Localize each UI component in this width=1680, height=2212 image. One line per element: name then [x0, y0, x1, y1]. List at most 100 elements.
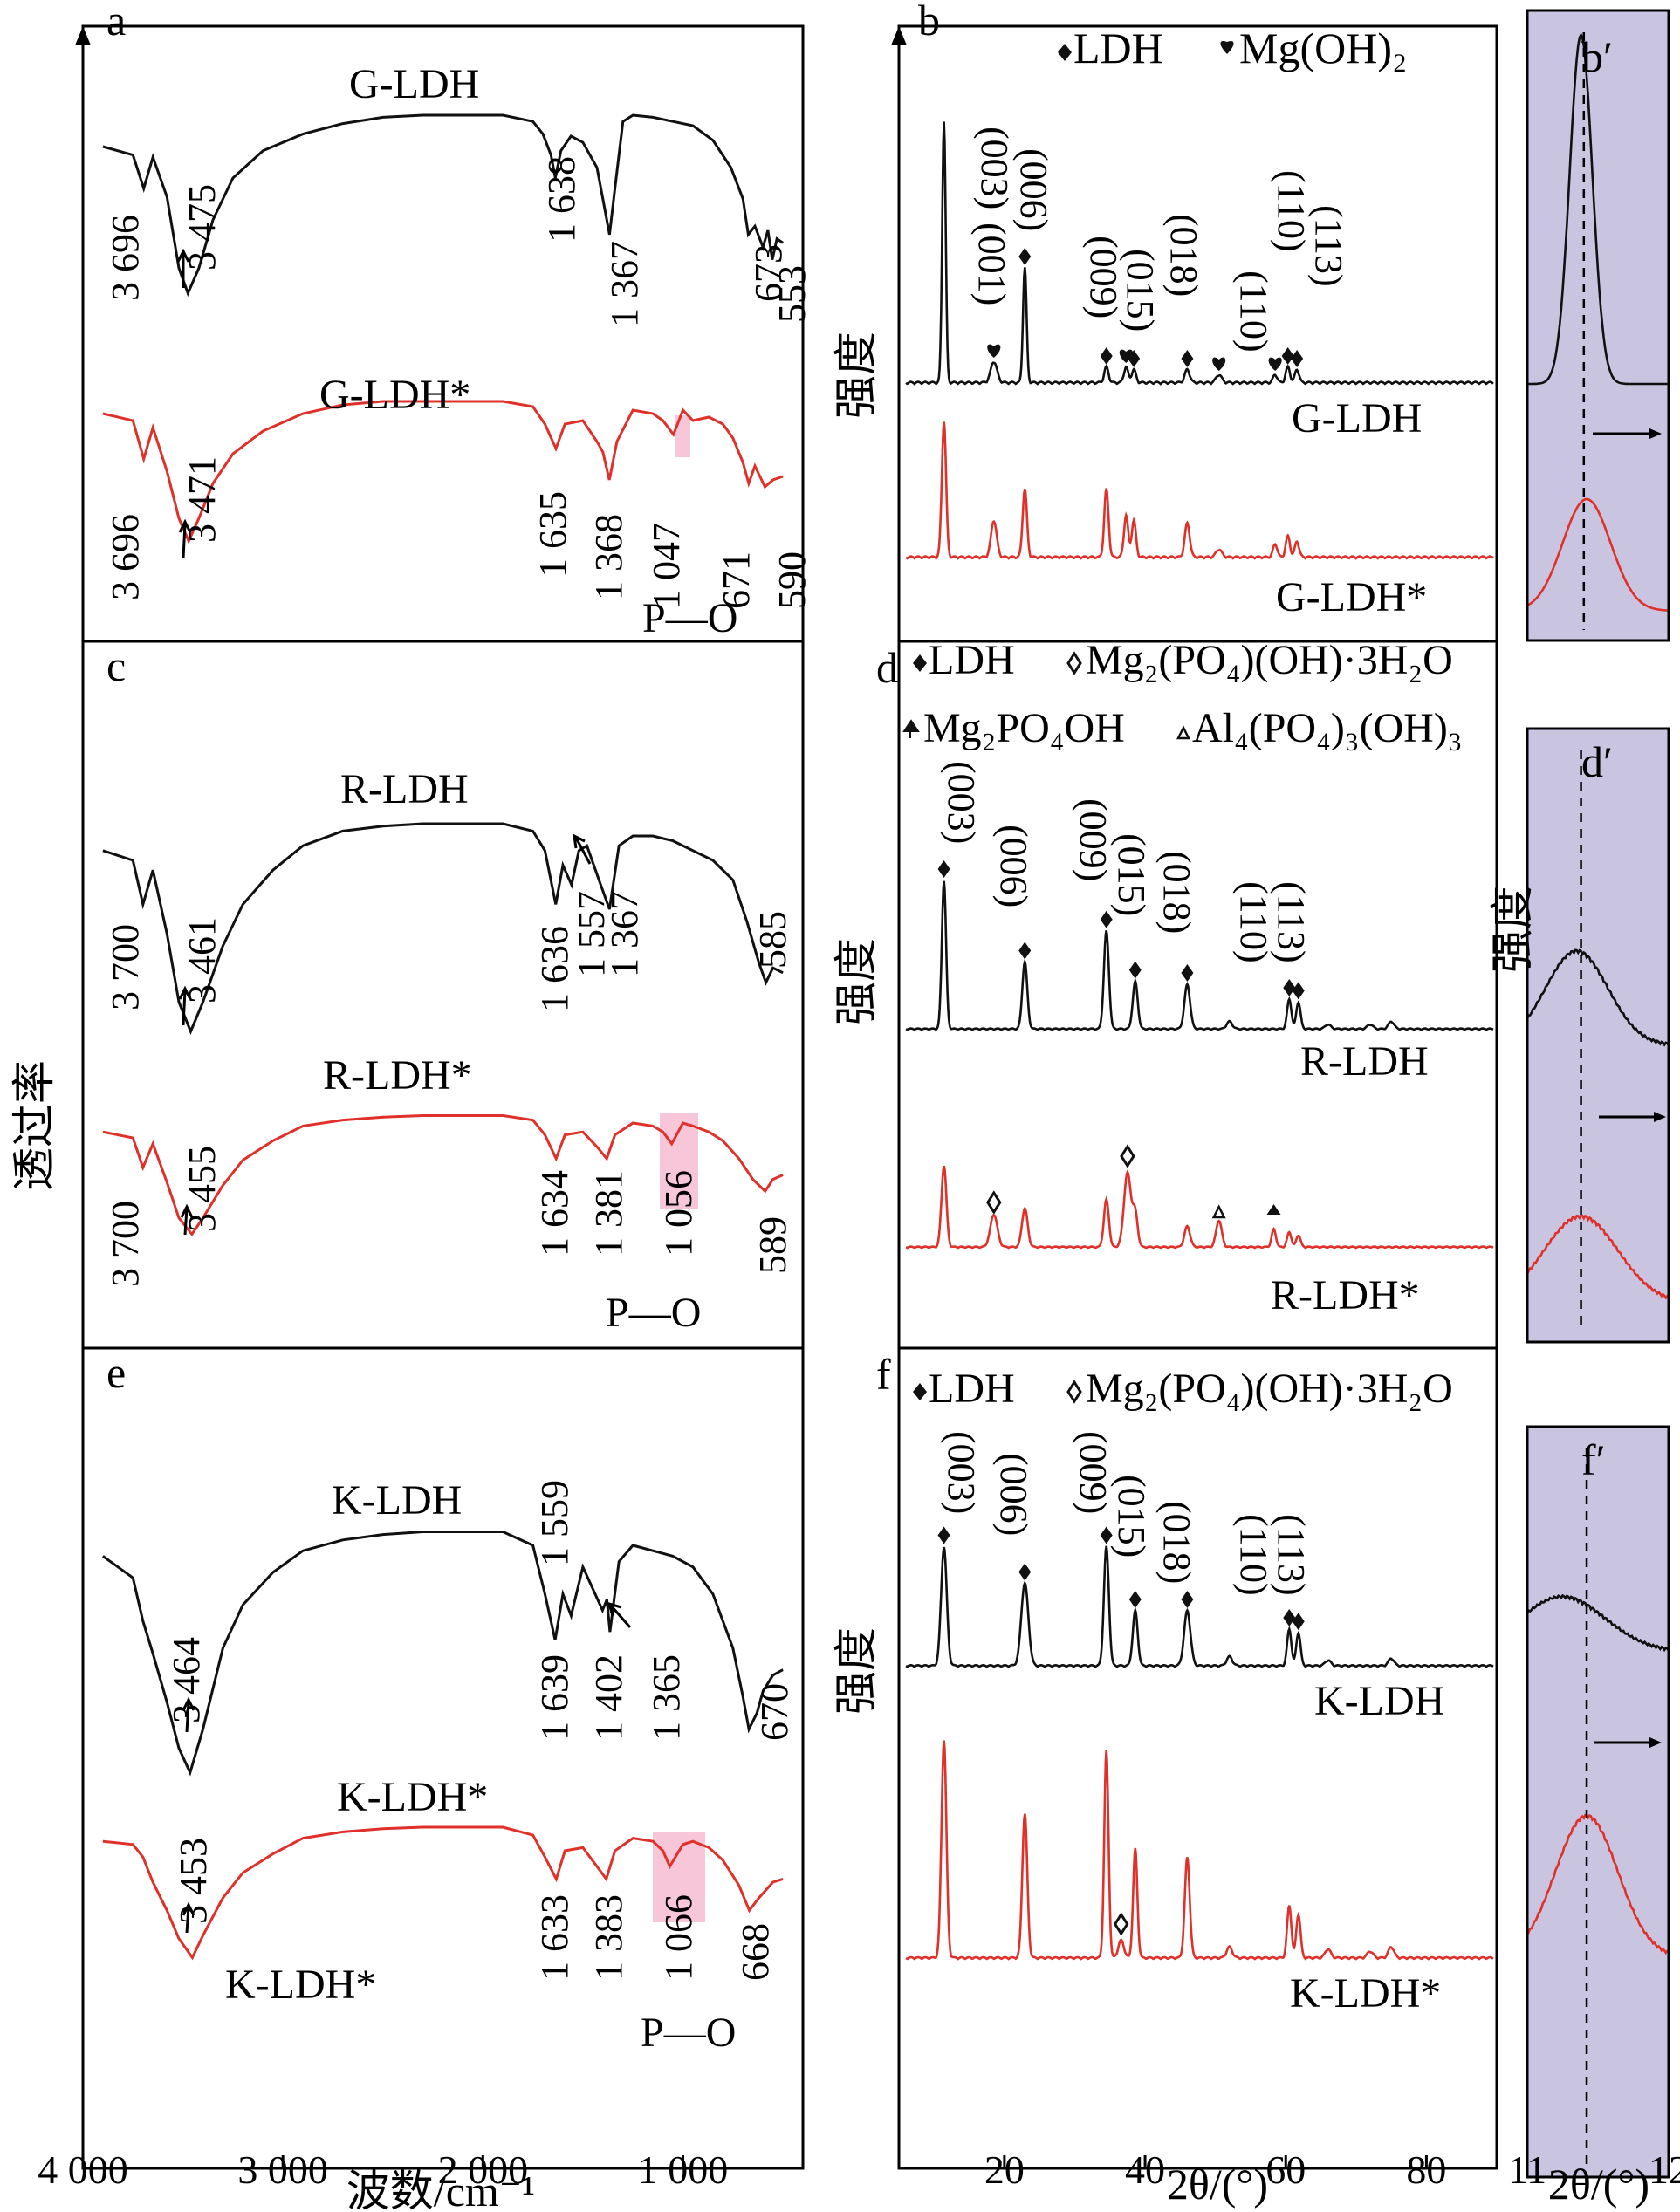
inset-b-frame [1526, 9, 1670, 642]
diamond-4-2 [1100, 910, 1113, 928]
ann-c-1381: 1 381 [587, 1170, 630, 1257]
ann-a-671: 671 [715, 551, 758, 609]
xrd-ticklabel-1: 40 [1125, 2147, 1165, 2192]
legend-f-open-diamond [1066, 1380, 1082, 1404]
xrd-frame [897, 24, 1498, 2170]
panel-letter-d: d [876, 643, 898, 692]
xrd-ylabel-f: 强度 [832, 1627, 881, 1715]
ann-e-1066: 1 066 [657, 1894, 700, 1981]
inset-curve-d′-0 [1526, 948, 1670, 1047]
ann-a-1368: 1 368 [587, 514, 630, 600]
pk-b-006: (006) [1012, 148, 1055, 231]
pk-b-015: (015) [1119, 249, 1162, 332]
ann-c-po: P—O [606, 1290, 701, 1336]
legend-f-ldh: LDH [929, 1366, 1015, 1412]
xrd-label-g-ldh-star: G-LDH* [1276, 574, 1427, 620]
diamond-4-0 [937, 860, 950, 878]
panel-letter-c: c [106, 641, 126, 690]
heart-3-2 [1212, 357, 1226, 371]
diamond-5-1 [1018, 1563, 1032, 1581]
label-r-ldh: R-LDH [340, 766, 469, 812]
inset-curve-f′-1 [1526, 1813, 1670, 1955]
pk-b-018: (018) [1162, 214, 1205, 297]
xrd-ticklabel-3: 80 [1406, 2147, 1446, 2192]
diamond-4-3 [1128, 961, 1142, 979]
ftir-arrows [176, 248, 632, 1934]
xrd-xlabel: 2θ/(°) [1167, 2160, 1268, 2209]
legend-d-al: Al₄(PO₄)₃(OH)₃ [1192, 705, 1463, 751]
arrow-e3 [607, 1601, 632, 1628]
legend-b-heart [1220, 40, 1234, 54]
xrd-ylabel-b: 强度 [832, 332, 881, 419]
ann-c-1367: 1 367 [603, 891, 646, 977]
legend-b: LDH Mg(OH)₂ [1058, 24, 1407, 72]
legend-f-diamond [913, 1383, 927, 1400]
diamond-5-5 [1283, 1608, 1296, 1626]
markers-layer [937, 248, 1305, 1936]
inset-curve-b′-1 [1526, 497, 1670, 612]
diamond-3-4 [1281, 346, 1294, 365]
ann-c-1634: 1 634 [533, 1170, 576, 1257]
legend-d-spade [902, 719, 920, 738]
xrd-curve-d-0 [905, 880, 1494, 1031]
ftir-curve-c-1 [102, 1114, 784, 1237]
pk-b-113: (113) [1307, 205, 1350, 287]
ftir-curve-e-1 [102, 1825, 784, 1961]
xrd-ticklabel-2: 60 [1265, 2147, 1306, 2192]
ftir-ticklabel-2: 2 000 [438, 2147, 529, 2192]
xrd-curve-d-1 [905, 1165, 1494, 1250]
label-g-ldh-star: G-LDH* [319, 372, 470, 418]
pk-b-003: (003) [973, 127, 1016, 209]
ann-a-673: 673 [747, 244, 790, 302]
inset-curve-d′-1 [1526, 1214, 1670, 1300]
ftir-xlabel: 波数/cm⁻¹ [346, 2167, 535, 2212]
diamond-4-6 [1292, 982, 1305, 1000]
legend-d-triangle [1176, 725, 1191, 740]
ann-a-590: 590 [771, 551, 813, 609]
inset-b-bg [1527, 10, 1669, 640]
pk-f-009: (009) [1072, 1431, 1114, 1514]
ann-e-1402: 1 402 [587, 1654, 630, 1741]
legend-b-ldh: LDH [1073, 24, 1163, 72]
ann-c-3461: 3 461 [181, 917, 223, 1003]
ann-e-1383: 1 383 [587, 1894, 630, 1981]
arrow-a1 [176, 248, 190, 288]
diamond-5-0 [937, 1526, 950, 1544]
legend-f-mg: Mg₂(PO₄)(OH)·3H₂O [1086, 1366, 1453, 1412]
pk-d-018: (018) [1155, 851, 1198, 934]
pk-d-006: (006) [992, 825, 1035, 907]
label-k-ldh: K-LDH [332, 1477, 462, 1524]
ftir-ticklabel-1: 3 000 [237, 2147, 328, 2192]
ann-e-3453: 3 453 [172, 1838, 215, 1924]
ann-c-3700b: 3 700 [104, 1201, 147, 1287]
legend-f: LDH Mg₂(PO₄)(OH)·3H₂O [913, 1366, 1453, 1412]
heart-3-1 [1119, 349, 1133, 363]
legend-d-diamond [913, 654, 927, 672]
pk-d-110: (110) [1232, 881, 1275, 963]
xrd-label-g-ldh: G-LDH [1292, 395, 1422, 442]
ann-a-1635: 1 635 [531, 491, 574, 578]
pk-d-113: (113) [1270, 881, 1313, 963]
pk-f-110: (110) [1232, 1514, 1275, 1596]
ann-a-1638: 1 638 [540, 156, 583, 243]
legend-b-mg: Mg(OH)₂ [1239, 24, 1407, 72]
diamond-4-5 [1283, 978, 1296, 996]
ann-e-3464: 3 464 [165, 1637, 208, 1723]
diamond-3-1 [1100, 347, 1113, 365]
label-k-ldh-star-2: K-LDH* [225, 1962, 376, 2008]
ann-e-1365: 1 365 [645, 1654, 688, 1741]
ann-a-3696b: 3 696 [104, 514, 147, 600]
diamond-5-2 [1100, 1526, 1113, 1544]
arrow-e2 [182, 1901, 195, 1934]
ftir-frame [81, 24, 805, 2170]
arrow-e1 [182, 1696, 195, 1733]
legend-d-open-diamond [1066, 651, 1082, 675]
pk-f-015: (015) [1110, 1475, 1153, 1558]
ann-e-1559: 1 559 [533, 1480, 576, 1566]
label-k-ldh-star: K-LDH* [337, 1774, 488, 1820]
xrd-ylabel-d: 强度 [832, 938, 881, 1025]
triangle-d [1211, 1204, 1226, 1219]
curves-layer [102, 32, 1670, 2167]
ftir-annotations: G-LDH G-LDH* R-LDH R-LDH* K-LDH K-LDH* K… [104, 61, 813, 2056]
